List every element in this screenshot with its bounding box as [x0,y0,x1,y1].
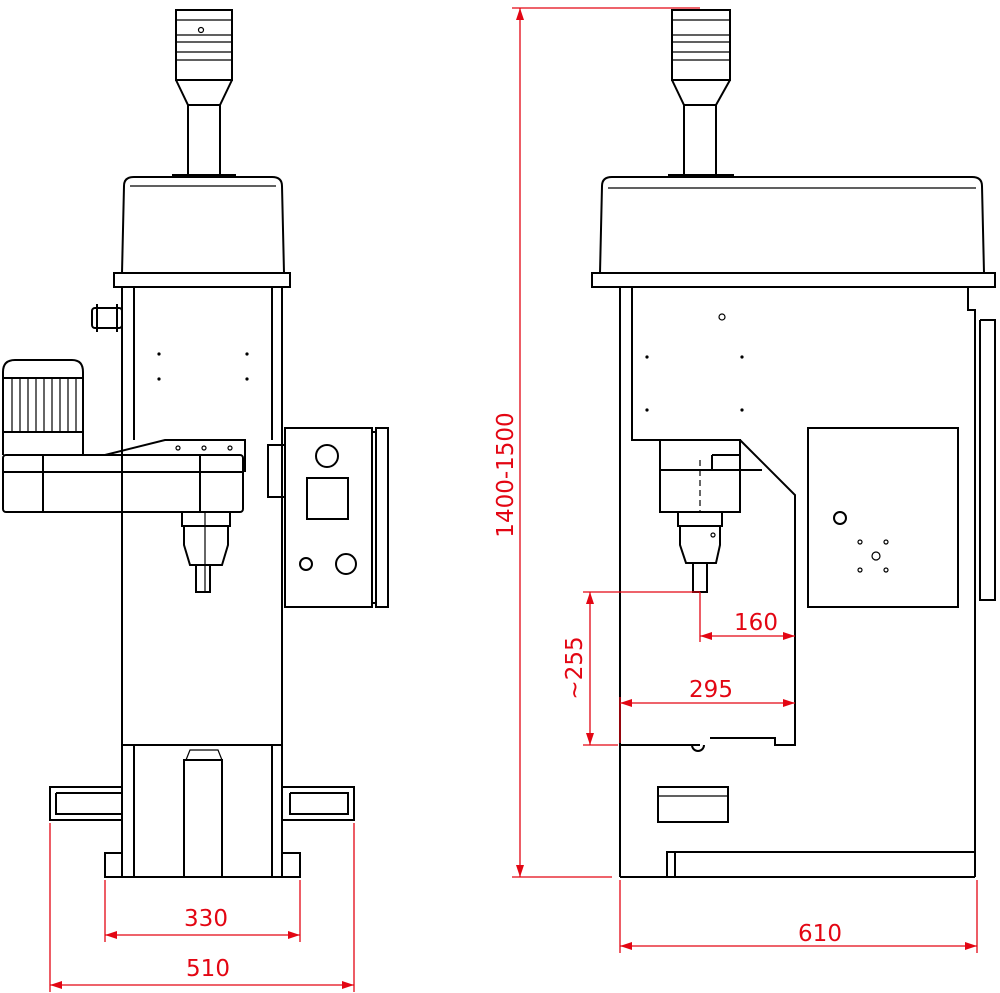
column-front [121,287,283,745]
dim-label-610: 610 [798,921,842,947]
head-block-side [659,439,762,593]
head-cover-front [121,176,285,274]
flange-front [113,272,291,288]
side-view: 1400-1500 ~255 160 295 610 [493,7,996,953]
dim-label-295: 295 [689,677,733,703]
dim-label-330: 330 [184,906,228,932]
chuck-front [181,511,231,593]
side-dimensions: 1400-1500 ~255 160 295 610 [493,7,978,953]
indicator-light [315,444,339,468]
spindle-motor-side [668,9,734,176]
button-large [335,553,357,575]
knob [91,307,123,329]
dim-label-255: ~255 [562,636,588,699]
button-small [299,557,313,571]
dim-label-height: 1400-1500 [493,412,519,537]
front-dimensions: 330 510 [49,823,355,992]
spindle-motor-front [172,9,236,176]
control-box-side [807,427,959,608]
dim-label-160: 160 [734,610,778,636]
base-side [620,786,975,878]
drive-motor-fan [2,359,84,455]
head-cover-side [599,176,985,274]
frame-side [619,287,996,877]
front-view: 330 510 [2,9,389,992]
dim-label-510: 510 [186,956,230,982]
control-box [267,427,389,608]
display-window [306,477,349,520]
holes-front [157,352,249,381]
arm-front [2,439,246,513]
flange-side [591,272,996,288]
base-front [49,744,355,878]
